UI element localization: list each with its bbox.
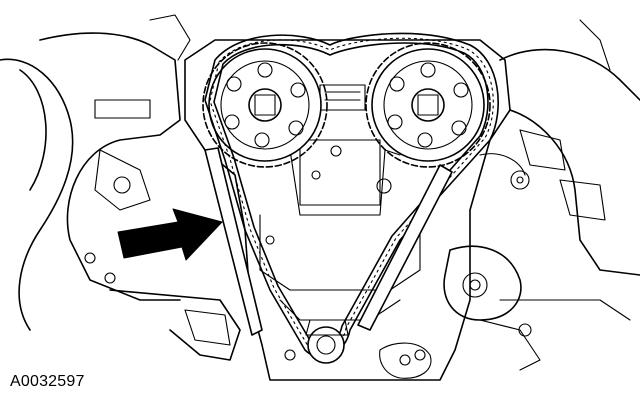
figure-reference-id: A0032597 bbox=[10, 373, 85, 390]
pointer-arrow-icon bbox=[117, 208, 223, 261]
crankshaft-sprocket bbox=[305, 319, 432, 379]
chain-guide-right bbox=[357, 164, 453, 331]
left-camshaft-sprocket bbox=[202, 42, 328, 168]
engine-block bbox=[184, 39, 511, 381]
right-camshaft-sprocket bbox=[365, 42, 491, 168]
left-engine-housing bbox=[0, 14, 241, 361]
chain-guide-left bbox=[204, 147, 263, 336]
right-engine-housing bbox=[443, 19, 640, 371]
